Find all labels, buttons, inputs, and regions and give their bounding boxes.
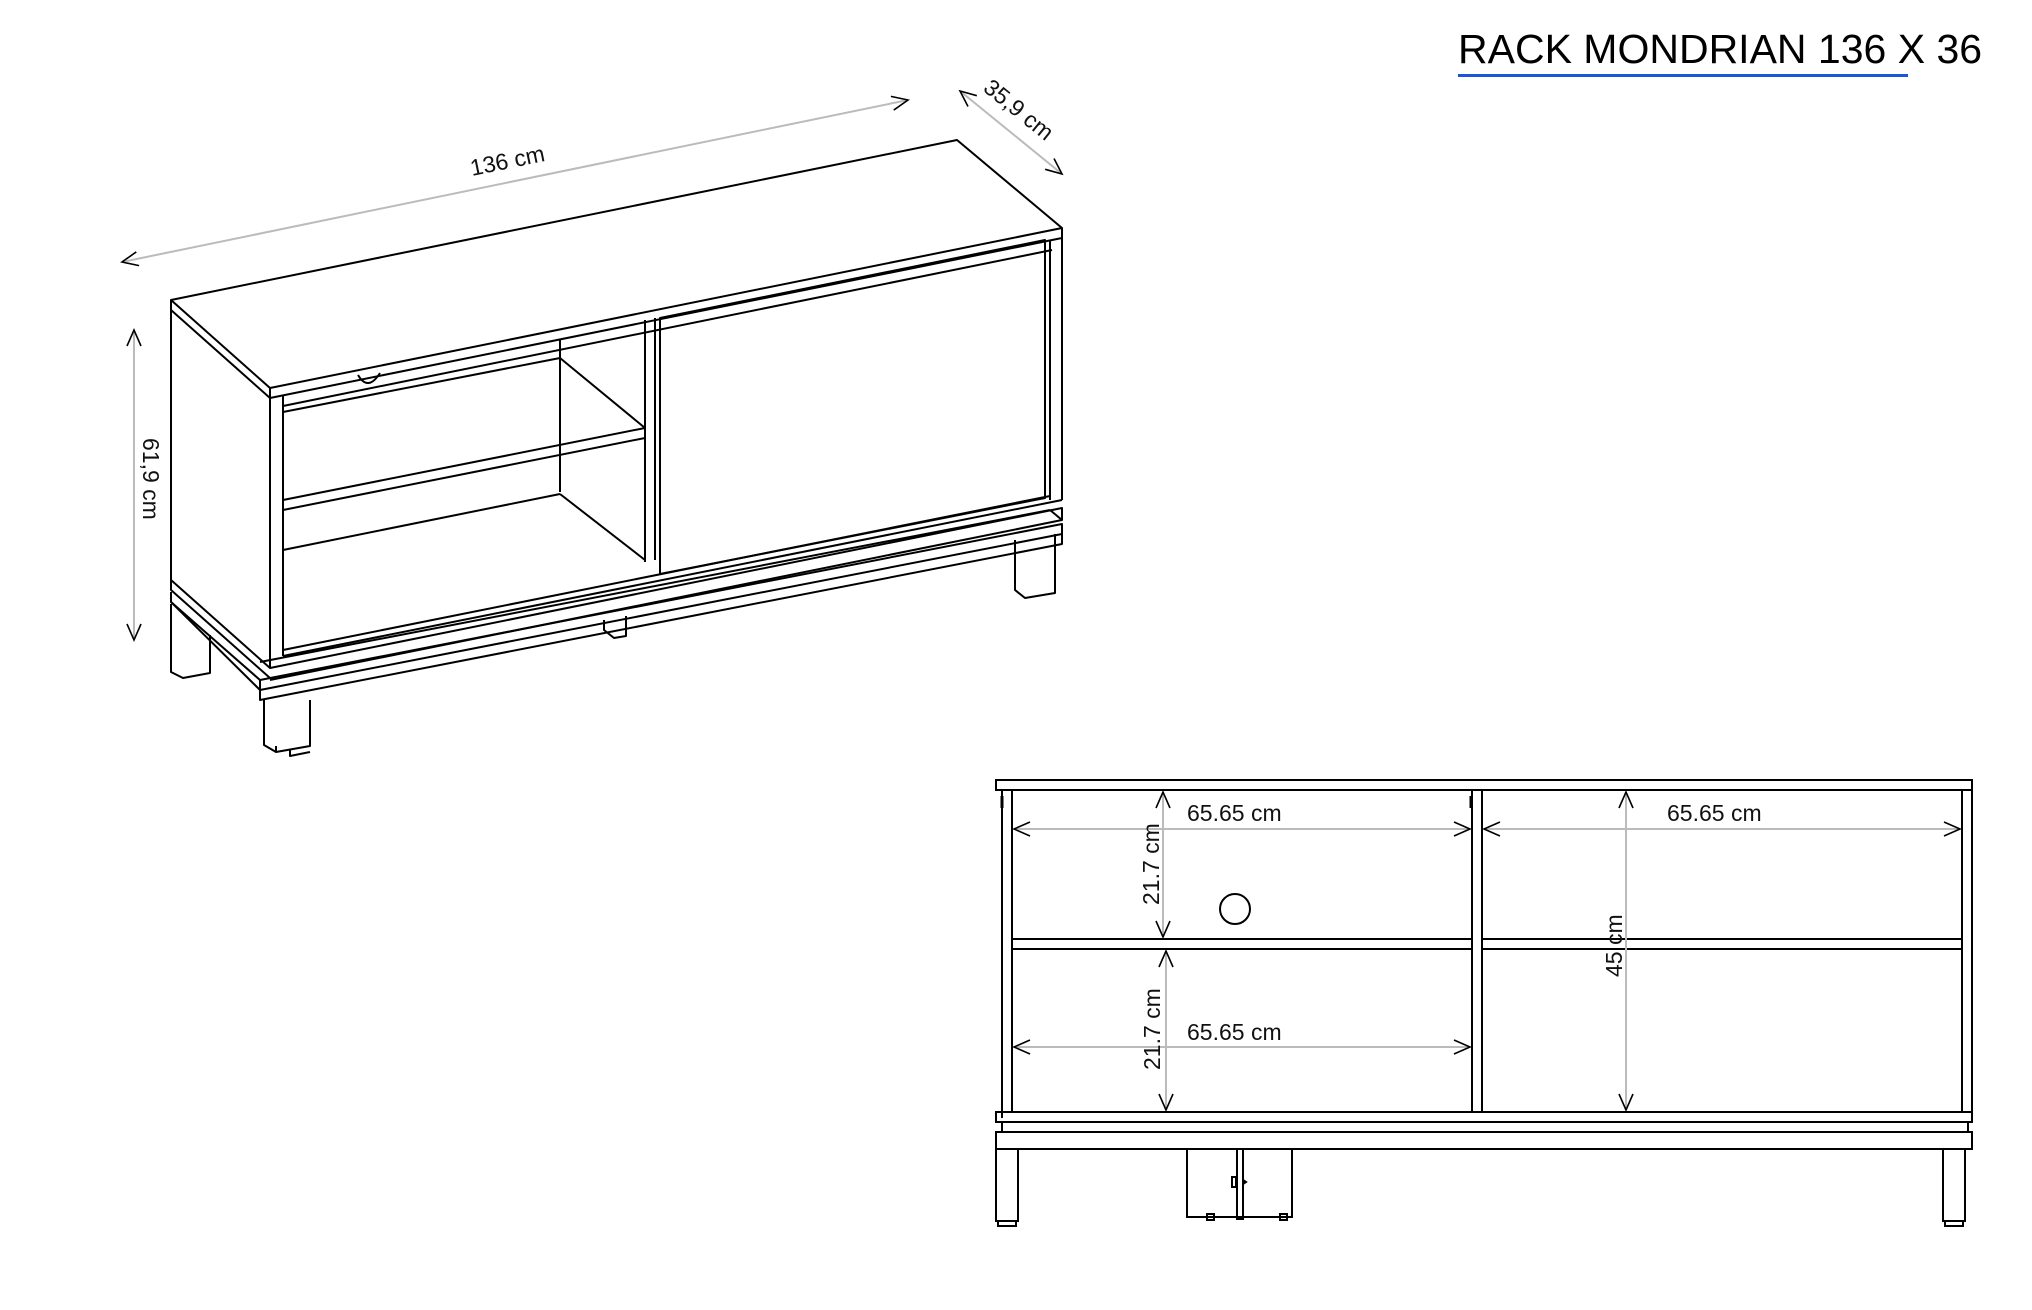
leg-front-right — [1014, 534, 1056, 599]
dim-label-width: 136 cm — [468, 140, 547, 181]
front-bottom-panel — [995, 1111, 1973, 1123]
leg-front-left — [263, 700, 311, 753]
front-base-rail — [995, 1131, 1973, 1150]
base-frame — [170, 592, 261, 690]
front-center-divider — [1471, 789, 1483, 1113]
dim-label-bottom-left-height: 21.7 cm — [1139, 988, 1165, 1070]
cable-hole — [1219, 893, 1251, 925]
shelf — [282, 427, 646, 511]
dim-label-top-right-width: 65.65 cm — [1667, 800, 1762, 826]
dim-label-top-left-width: 65.65 cm — [1187, 800, 1282, 826]
dim-label-right-height: 45 cm — [1601, 914, 1627, 977]
drawing-title: RACK MONDRIAN 136 X 36 — [1458, 26, 1983, 72]
front-center-support — [1186, 1149, 1293, 1218]
dim-label-top-left-height: 21.7 cm — [1138, 823, 1164, 905]
dim-line-depth — [958, 89, 1064, 176]
front-shelf-left — [1011, 938, 1473, 950]
dim-line-width — [120, 95, 910, 267]
front-top-panel — [995, 779, 1973, 791]
center-divider — [644, 318, 661, 572]
dim-label-height: 61,9 cm — [138, 438, 164, 520]
leg-back-left — [170, 604, 211, 679]
leg-center — [603, 616, 627, 639]
front-leg-right — [1942, 1148, 1966, 1222]
front-view-dimensions — [1012, 790, 1962, 1112]
dim-label-depth: 35,9 cm — [979, 74, 1059, 146]
front-view — [995, 779, 1973, 1227]
front-shelf-right — [1481, 938, 1963, 950]
front-leg-left — [995, 1148, 1019, 1222]
left-side-panel — [170, 310, 271, 669]
dim-label-bottom-left-width: 65.65 cm — [1187, 1019, 1282, 1045]
isometric-view — [120, 89, 1064, 757]
title-underline — [1458, 74, 1908, 77]
